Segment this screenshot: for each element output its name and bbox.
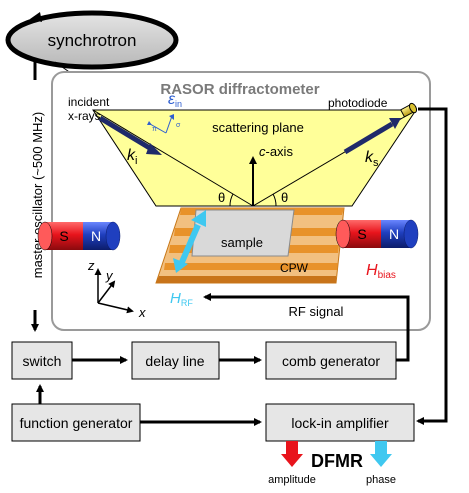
rf-field-arrow xyxy=(173,210,206,273)
cpw-stack: sample CPW xyxy=(155,207,345,284)
synchrotron-direction-arrow xyxy=(30,12,42,22)
epsilon-pi-mark: π xyxy=(152,126,157,133)
magnet-left-n-label: N xyxy=(91,228,101,244)
x-axis-arrow xyxy=(97,302,134,314)
k-incident-symbol: ki xyxy=(127,147,137,167)
photodiode-label: photodiode xyxy=(328,96,388,110)
phase-label: phase xyxy=(366,474,396,486)
phase-output-arrow xyxy=(370,441,392,467)
magnet-left: S N xyxy=(37,221,121,251)
cpw-strip-5 xyxy=(156,276,336,283)
epsilon-sigma-arrowhead xyxy=(169,114,174,120)
y-axis-label: y xyxy=(105,268,114,283)
dfmr-label: DFMR xyxy=(311,451,363,471)
rf-signal-label: RF signal xyxy=(289,304,344,319)
photodiode-signal-line xyxy=(416,107,448,425)
comb-generator-label: comb generator xyxy=(282,353,380,369)
theta-arc-left xyxy=(229,193,234,207)
epsilon-pi-arrowhead xyxy=(147,121,152,125)
theta-arc-right xyxy=(272,193,277,207)
master-oscillator-label: master oscillator (~500 MHz) xyxy=(30,112,45,279)
synchrotron-node: synchrotron xyxy=(5,10,179,70)
magnet-right: S N xyxy=(335,219,419,249)
photodiode-icon xyxy=(400,102,418,118)
scattering-plane-label: scattering plane xyxy=(212,120,304,135)
theta-left: θ xyxy=(218,190,225,205)
magnet-right-n-label: N xyxy=(389,226,399,242)
synchrotron-label: synchrotron xyxy=(48,31,137,50)
y-axis-arrow xyxy=(97,280,116,304)
coordinate-axes: z x y xyxy=(87,258,146,320)
sample-label: sample xyxy=(221,235,263,250)
k-scattered-arrowhead xyxy=(389,118,401,129)
epsilon-in-symbol: εin xyxy=(168,91,182,109)
h-rf-symbol: HRF xyxy=(170,290,193,308)
epsilon-sigma-mark: σ xyxy=(176,122,181,129)
rf-signal-line xyxy=(203,293,410,362)
incident-label-line2: x-rays xyxy=(68,109,101,123)
function-generator-label: function generator xyxy=(20,415,133,431)
amplitude-label: amplitude xyxy=(268,474,316,486)
delay-line-label: delay line xyxy=(145,353,204,369)
incident-beam-line xyxy=(92,109,254,207)
k-scattered-symbol: ks xyxy=(365,149,379,169)
lockin-amplifier-label: lock-in amplifier xyxy=(291,415,389,431)
epsilon-pi-arrow xyxy=(149,123,167,134)
switch-label: switch xyxy=(23,353,62,369)
incident-label-line1: incident xyxy=(68,95,110,109)
h-bias-symbol: Hbias xyxy=(366,262,396,281)
k-scattered-arrow xyxy=(343,121,394,155)
c-axis-label: c-axis xyxy=(259,144,293,159)
diffractometer-title: RASOR diffractometer xyxy=(160,81,319,98)
magnet-left-s-label: S xyxy=(59,228,68,244)
amplitude-output-arrow xyxy=(281,441,303,467)
function-generator-box: function generator xyxy=(11,403,141,442)
k-incident-arrow xyxy=(98,115,155,153)
z-axis-label: z xyxy=(87,258,95,273)
comb-generator-box: comb generator xyxy=(265,341,397,380)
cpw-label: CPW xyxy=(280,261,309,275)
magnet-right-s-label: S xyxy=(357,226,366,242)
cpw-strip-4 xyxy=(164,263,338,270)
delay-line-box: delay line xyxy=(131,341,220,380)
master-oscillator-label-bg xyxy=(24,80,46,310)
theta-right: θ xyxy=(281,190,288,205)
switch-box: switch xyxy=(11,341,73,380)
x-axis-label: x xyxy=(138,305,146,320)
lockin-amplifier-box: lock-in amplifier xyxy=(265,403,415,442)
k-incident-arrowhead xyxy=(146,143,162,155)
epsilon-sigma-arrow xyxy=(165,115,173,134)
synchrotron-ring xyxy=(5,10,179,70)
